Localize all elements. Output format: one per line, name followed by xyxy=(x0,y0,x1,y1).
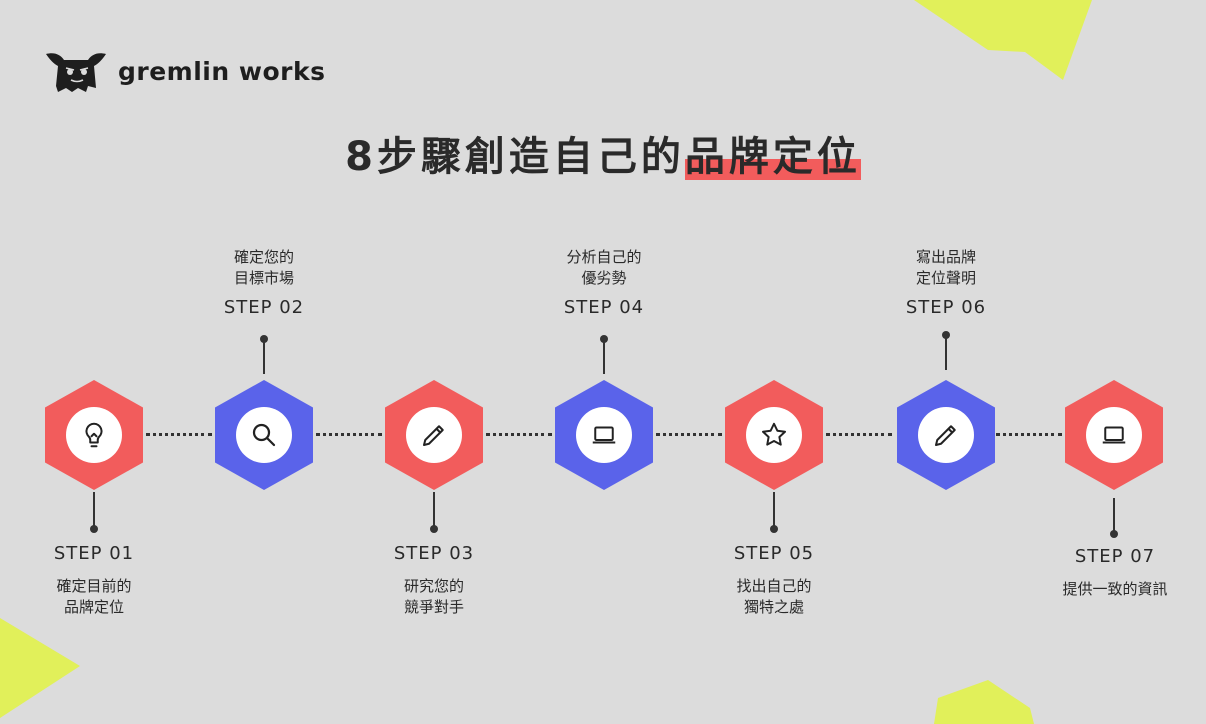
decor-triangle-top xyxy=(914,0,1092,80)
step-06-icon-badge xyxy=(918,407,974,463)
step-07-label: STEP 07 xyxy=(1074,546,1156,567)
step-07-desc: 提供一致的資訊 xyxy=(1062,580,1168,598)
step-05-label: STEP 05 xyxy=(733,543,815,564)
step-04-icon-badge xyxy=(576,407,632,463)
step-04-label: STEP 04 xyxy=(563,297,645,318)
decor-triangle-left xyxy=(0,618,80,718)
connector xyxy=(146,433,212,436)
search-icon xyxy=(252,423,276,447)
step-07-stem-dot xyxy=(1110,530,1118,538)
page-title: 8步驟創造自己的品牌定位 xyxy=(0,124,1206,182)
step-05-icon-badge xyxy=(746,407,802,463)
title-main: 8步驟創造自己的 xyxy=(345,134,685,180)
connector xyxy=(316,433,382,436)
step-05-stem xyxy=(773,492,775,528)
connector xyxy=(486,433,552,436)
step-01-stem xyxy=(93,492,95,528)
step-02-desc: 確定您的 目標市場 xyxy=(233,248,294,287)
step-05-stem-dot xyxy=(770,525,778,533)
decor-shape-bottom xyxy=(934,680,1034,724)
step-06-stem xyxy=(945,334,947,370)
step-02-hexagon xyxy=(215,380,313,490)
step-07-hexagon xyxy=(1065,380,1163,490)
step-06-hexagon xyxy=(897,380,995,490)
step-03-stem xyxy=(433,492,435,528)
step-02-label: STEP 02 xyxy=(223,297,305,318)
step-01-stem-dot xyxy=(90,525,98,533)
step-04-stem xyxy=(603,338,605,374)
lightbulb-icon xyxy=(85,422,103,448)
step-03-desc: 研究您的 競爭對手 xyxy=(403,577,464,616)
pencil-icon xyxy=(423,425,444,446)
connector xyxy=(996,433,1062,436)
gremlin-logo-icon xyxy=(46,53,106,92)
step-01-hexagon xyxy=(45,380,143,490)
step-01-label: STEP 01 xyxy=(53,543,135,564)
step-05-hexagon xyxy=(725,380,823,490)
connector xyxy=(826,433,892,436)
step-04-hexagon xyxy=(555,380,653,490)
step-01-icon-badge xyxy=(66,407,122,463)
connector xyxy=(656,433,722,436)
step-05-desc: 找出自己的 獨特之處 xyxy=(736,577,812,616)
star-icon xyxy=(762,422,786,446)
step-01-desc: 確定目前的 品牌定位 xyxy=(56,577,132,616)
step-03-icon-badge xyxy=(406,407,462,463)
step-04-desc: 分析自己的 優劣勢 xyxy=(566,248,642,287)
pencil-icon xyxy=(935,425,956,446)
step-03-hexagon xyxy=(385,380,483,490)
brand-name: gremlin works xyxy=(118,56,326,86)
step-02-icon-badge xyxy=(236,407,292,463)
laptop-icon xyxy=(592,426,616,444)
step-07-icon-badge xyxy=(1086,407,1142,463)
step-03-label: STEP 03 xyxy=(393,543,475,564)
laptop-icon xyxy=(1102,426,1126,444)
title-highlight: 品牌定位 xyxy=(684,134,861,180)
step-06-label: STEP 06 xyxy=(905,297,987,318)
step-02-stem xyxy=(263,338,265,374)
step-07-stem xyxy=(1113,498,1115,534)
step-06-desc: 寫出品牌 定位聲明 xyxy=(915,248,976,287)
brand-logo[interactable]: gremlin works xyxy=(44,48,325,94)
step-03-stem-dot xyxy=(430,525,438,533)
